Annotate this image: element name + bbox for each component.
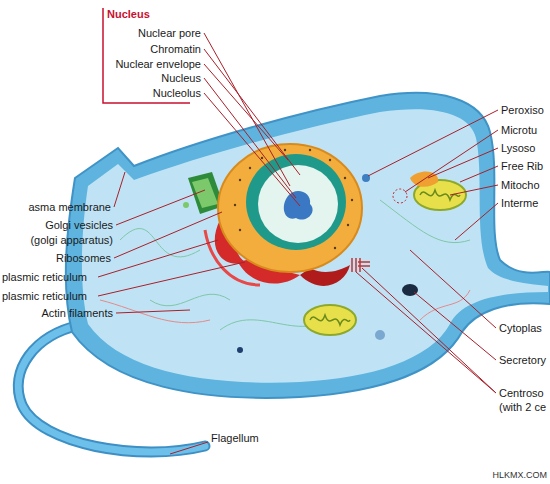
part-label: Interme (501, 197, 538, 210)
vesicle (375, 330, 385, 340)
part-label: Microtu (501, 124, 537, 137)
part-label: Actin filaments (41, 307, 113, 320)
part-label: Chromatin (150, 43, 201, 56)
part-label: Peroxiso (501, 104, 544, 117)
cytoplasm (82, 109, 548, 382)
part-label: Centroso (499, 387, 544, 400)
group-heading: Nucleus (107, 8, 150, 21)
part-label: Cytoplas (499, 322, 542, 335)
part-label: Secretory (499, 354, 546, 367)
part-label: Lysoso (501, 142, 535, 155)
watermark: HLKMX.COM (492, 469, 547, 482)
part-label: Free Rib (501, 160, 543, 173)
part-label: Nucleus (161, 72, 201, 85)
part-label: Nuclear envelope (115, 58, 201, 71)
part-label: asma membrane (28, 201, 111, 214)
part-label: plasmic reticulum (2, 290, 87, 303)
secretory-vesicle (402, 284, 418, 296)
part-label: Nuclear pore (138, 27, 201, 40)
leader-lines (98, 33, 498, 454)
microtubule-mark (393, 189, 407, 203)
part-label: Flagellum (211, 432, 259, 445)
plasma-membrane (66, 93, 550, 398)
vesicle (237, 347, 243, 353)
part-label: Ribosomes (56, 252, 111, 265)
nucleus (218, 144, 362, 272)
nucleolus (284, 191, 313, 220)
part-label: Golgi vesicles (45, 219, 113, 232)
centrosome (352, 258, 370, 272)
part-label: Nucleolus (153, 87, 201, 100)
part-label: (with 2 ce (499, 401, 546, 414)
part-label: plasmic reticulum (2, 271, 87, 284)
mitochondrion (304, 180, 466, 335)
part-label: (golgi apparatus) (30, 234, 113, 247)
part-label: Mitocho (501, 179, 540, 192)
